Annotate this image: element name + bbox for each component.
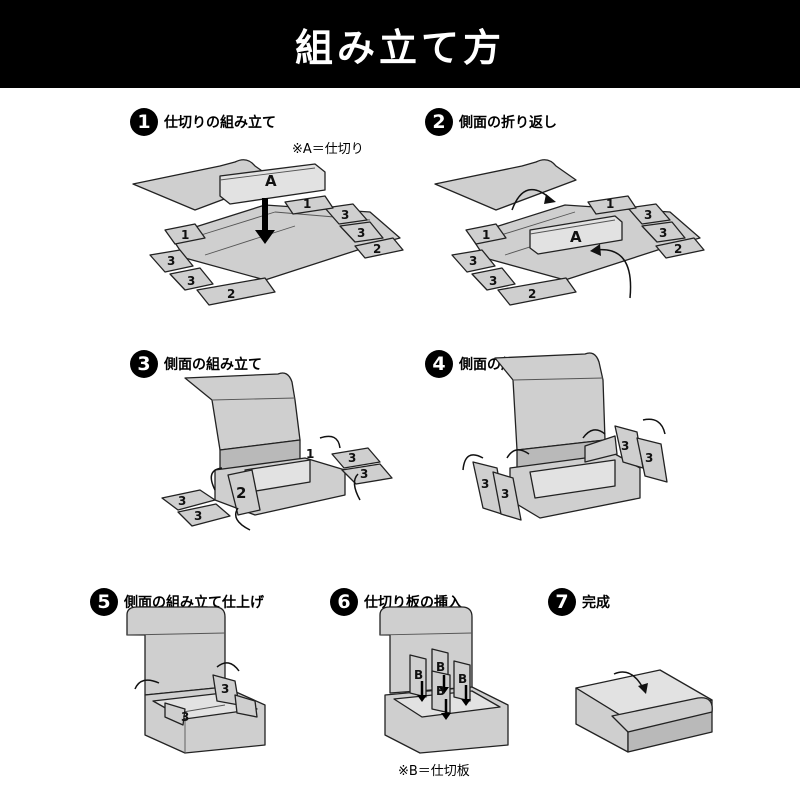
lid-panel <box>126 606 226 696</box>
label-b: B <box>458 672 467 686</box>
box-blank <box>169 204 401 281</box>
label-3: 3 <box>341 208 349 222</box>
flap-3-left-b <box>471 267 516 291</box>
flap-3-right-a <box>627 203 671 225</box>
flap-3-left-b <box>177 503 231 527</box>
step-5-number: 5 <box>90 588 118 616</box>
label-2: 2 <box>227 287 235 301</box>
label-3: 3 <box>621 439 629 453</box>
label-1: 1 <box>303 197 311 211</box>
label-2: 2 <box>236 484 246 502</box>
flap-3-right-b <box>636 437 668 483</box>
label-1: 1 <box>181 228 189 242</box>
step-3-heading: 3 側面の組み立て <box>130 350 262 378</box>
flap-2-right <box>354 237 404 259</box>
flap-3-right-a <box>324 203 368 225</box>
page-title: 組み立て方 <box>294 25 505 70</box>
lid-panel <box>379 606 473 694</box>
step-5-illustration: 3 3 <box>126 606 266 754</box>
divider-a <box>529 459 616 499</box>
step-4-illustration: 3 3 3 3 <box>462 352 668 521</box>
label-3: 3 <box>481 477 489 491</box>
step-1-title: 仕切りの組み立て <box>164 115 276 131</box>
label-2: 2 <box>373 242 381 256</box>
label-a: A <box>265 172 277 190</box>
step-1-note: ※A＝仕切り <box>292 142 364 157</box>
flap-3-right-b <box>234 694 258 718</box>
step-6-illustration: B B B B <box>379 606 509 754</box>
label-b: B <box>414 668 423 682</box>
flap-3-left-a <box>451 249 496 273</box>
step-1-number: 1 <box>130 108 158 136</box>
label-b: B <box>436 660 445 674</box>
flap-3-left <box>164 702 186 726</box>
step-2-title: 側面の折り返し <box>459 115 557 131</box>
step-1-heading: 1 仕切りの組み立て <box>130 108 276 136</box>
step-1-illustration: A 3 3 3 3 2 2 1 1 <box>132 159 404 306</box>
step-7-number: 7 <box>548 588 576 616</box>
flap-1-right <box>284 195 334 215</box>
label-3: 3 <box>357 226 365 240</box>
label-3: 3 <box>469 254 477 268</box>
flap-3-left-a <box>161 489 216 511</box>
label-3: 3 <box>178 494 186 508</box>
flap-3-right-a <box>331 447 381 469</box>
flap-3-right-b <box>641 221 686 243</box>
step-3-illustration: 3 3 3 3 2 1 <box>161 372 393 531</box>
label-3: 3 <box>501 487 509 501</box>
flap-2-side <box>227 469 261 516</box>
flap-1-left <box>164 223 206 245</box>
flap-3-left-b <box>492 471 522 521</box>
label-3: 3 <box>221 682 229 696</box>
label-3: 3 <box>489 274 497 288</box>
step-4-number: 4 <box>425 350 453 378</box>
header-banner: 組み立て方 <box>0 0 800 88</box>
lid-panel <box>434 159 577 211</box>
step-6-number: 6 <box>330 588 358 616</box>
label-a: A <box>570 228 582 246</box>
label-1: 1 <box>606 197 614 211</box>
label-3: 3 <box>360 467 368 481</box>
lid-panel <box>184 372 301 451</box>
flap-2-bottom <box>497 277 577 306</box>
lid-panel <box>494 352 606 451</box>
flap-1-left <box>465 223 507 245</box>
label-2: 2 <box>528 287 536 301</box>
flap-2-bottom <box>196 277 276 306</box>
flap-3-right-b <box>339 221 384 243</box>
label-1: 1 <box>482 228 490 242</box>
label-3: 3 <box>194 509 202 523</box>
label-3: 3 <box>167 254 175 268</box>
label-3: 3 <box>187 274 195 288</box>
step-7-title: 完成 <box>582 595 610 611</box>
step-7-illustration <box>575 669 713 753</box>
label-2: 2 <box>674 242 682 256</box>
label-b: B <box>436 684 445 698</box>
flap-3-left-b <box>169 267 214 291</box>
lid-tuck <box>611 697 713 733</box>
step-3-number: 3 <box>130 350 158 378</box>
flap-corner <box>584 435 618 463</box>
flap-3-left-a <box>149 249 194 273</box>
divider-a <box>529 215 623 255</box>
flap-1-right <box>587 195 637 215</box>
step-2-number: 2 <box>425 108 453 136</box>
label-3: 3 <box>645 451 653 465</box>
step-2-heading: 2 側面の折り返し <box>425 108 557 136</box>
label-3: 3 <box>659 226 667 240</box>
divider-a <box>219 163 326 205</box>
step-2-illustration: A 3 3 3 3 2 2 1 1 <box>434 159 705 306</box>
label-3: 3 <box>644 208 652 222</box>
step-7-heading: 7 完成 <box>548 588 610 616</box>
step-3-title: 側面の組み立て <box>164 357 262 373</box>
label-3: 3 <box>348 451 356 465</box>
step-6-note: ※B＝仕切板 <box>398 764 470 779</box>
flap-2-right <box>655 237 705 259</box>
label-3: 3 <box>181 710 189 724</box>
label-1: 1 <box>306 447 314 461</box>
